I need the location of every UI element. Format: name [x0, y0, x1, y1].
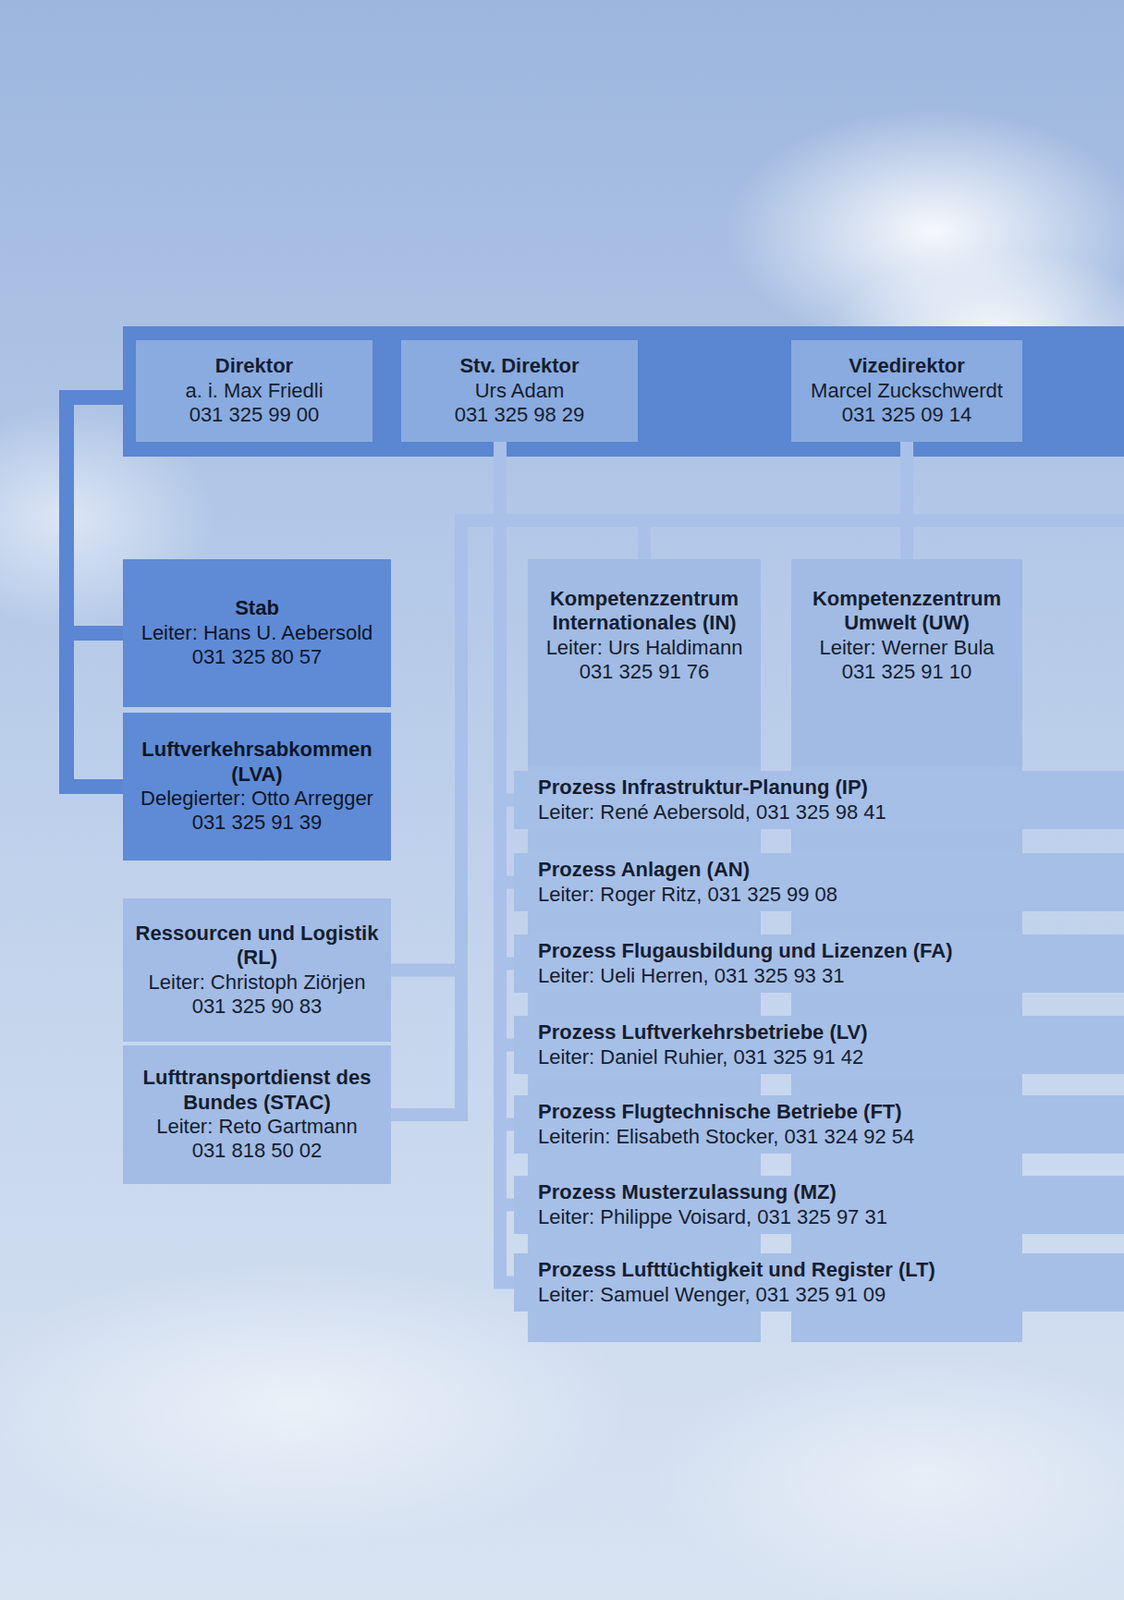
center-box: Kompetenzzentrum Umwelt (UW)Leiter: Wern…: [791, 559, 1023, 766]
process-band: Prozess Anlagen (AN)Leiter: Roger Ritz, …: [513, 853, 1124, 912]
process-band: Prozess Infrastruktur-Planung (IP)Leiter…: [513, 770, 1124, 830]
connector-line: [500, 441, 514, 1283]
node-title: Lufttransportdienst des Bundes (STAC): [130, 1065, 384, 1115]
connector-line: [644, 441, 907, 560]
director-box: Stv. DirektorUrs Adam031 325 98 29: [401, 340, 638, 442]
node-title: Ressourcen und Logistik (RL): [130, 921, 384, 971]
node-title: Prozess Flugausbildung und Lizenzen (FA): [537, 939, 953, 964]
director-box: Direktora. i. Max Friedli031 325 99 00: [135, 340, 373, 442]
node-text: Leiter: Daniel Ruhier, 031 325 91 42: [537, 1045, 864, 1070]
node-title: Kompetenzzentrum Umwelt (UW): [798, 586, 1015, 636]
node-title: Kompetenzzentrum Internationales (IN): [535, 586, 754, 636]
node-text: Leiter: Philippe Voisard, 031 325 97 31: [537, 1205, 888, 1230]
process-band: Prozess Flugtechnische Betriebe (FT)Leit…: [513, 1095, 1124, 1154]
unit-box: Lufttransportdienst des Bundes (STAC)Lei…: [122, 1045, 391, 1185]
process-band: Prozess Lufttüchtigkeit und Register (LT…: [513, 1253, 1124, 1312]
node-title: Prozess Lufttüchtigkeit und Register (LT…: [537, 1258, 936, 1283]
node-text: 031 325 80 57: [192, 645, 323, 670]
node-text: Leiter: Werner Bula: [818, 635, 994, 660]
node-text: Urs Adam: [475, 378, 565, 404]
node-text: Leiter: Hans U. Aebersold: [141, 621, 374, 646]
node-text: a. i. Max Friedli: [184, 378, 323, 404]
unit-box: Ressourcen und Logistik (RL)Leiter: Chri…: [122, 898, 391, 1042]
node-text: Leiter: Samuel Wenger, 031 325 91 09: [537, 1282, 886, 1308]
process-band: Prozess Luftverkehrsbetriebe (LV)Leiter:…: [513, 1015, 1124, 1075]
node-text: Leiter: Ueli Herren, 031 325 93 31: [537, 964, 844, 989]
node-text: Leiter: Roger Ritz, 031 325 99 08: [537, 882, 838, 907]
director-box: VizedirektorMarcel Zuckschwerdt031 325 0…: [791, 340, 1023, 442]
node-title: Stv. Direktor: [459, 354, 579, 379]
node-text: 031 325 91 10: [842, 659, 973, 685]
node-text: Leiter: Reto Gartmann: [156, 1114, 358, 1139]
node-title: Direktor: [215, 354, 294, 379]
node-text: Leiter: Christoph Ziörjen: [148, 970, 367, 995]
node-title: Prozess Musterzulassung (MZ): [537, 1180, 837, 1205]
node-title: Vizedirektor: [848, 354, 966, 379]
process-band: Prozess Musterzulassung (MZ)Leiter: Phil…: [513, 1175, 1124, 1234]
staff-box: StabLeiter: Hans U. Aebersold031 325 80 …: [122, 559, 391, 708]
node-text: 031 325 99 00: [189, 403, 320, 428]
node-text: 031 325 09 14: [842, 403, 973, 428]
connector-line: [390, 441, 907, 1115]
node-text: 031 325 91 39: [192, 810, 323, 835]
node-text: 031 818 50 02: [192, 1138, 323, 1163]
bar-line: [906, 513, 1124, 527]
node-text: Leiter: Urs Haldimann: [546, 635, 744, 660]
node-text: Delegierter: Otto Arregger: [140, 786, 374, 811]
node-title: Luftverkehrsabkommen (LVA): [130, 737, 384, 787]
node-text: Marcel Zuckschwerdt: [810, 378, 1003, 404]
node-text: Leiter: René Aebersold, 031 325 98 41: [537, 800, 887, 825]
node-text: 031 325 98 29: [454, 403, 586, 428]
node-text: 031 325 90 83: [192, 994, 323, 1019]
center-box: Kompetenzzentrum Internationales (IN)Lei…: [527, 559, 761, 766]
process-band: Prozess Flugausbildung und Lizenzen (FA)…: [513, 934, 1124, 993]
node-title: Prozess Flugtechnische Betriebe (FT): [537, 1099, 903, 1124]
node-title: Prozess Luftverkehrsbetriebe (LV): [537, 1020, 868, 1045]
node-title: Stab: [234, 596, 280, 621]
staff-box: Luftverkehrsabkommen (LVA)Delegierter: O…: [122, 712, 391, 861]
node-title: Prozess Infrastruktur-Planung (IP): [537, 775, 868, 800]
node-text: Leiterin: Elisabeth Stocker, 031 324 92 …: [537, 1124, 915, 1149]
node-text: 031 325 91 76: [579, 659, 710, 685]
node-title: Prozess Anlagen (AN): [537, 857, 750, 882]
